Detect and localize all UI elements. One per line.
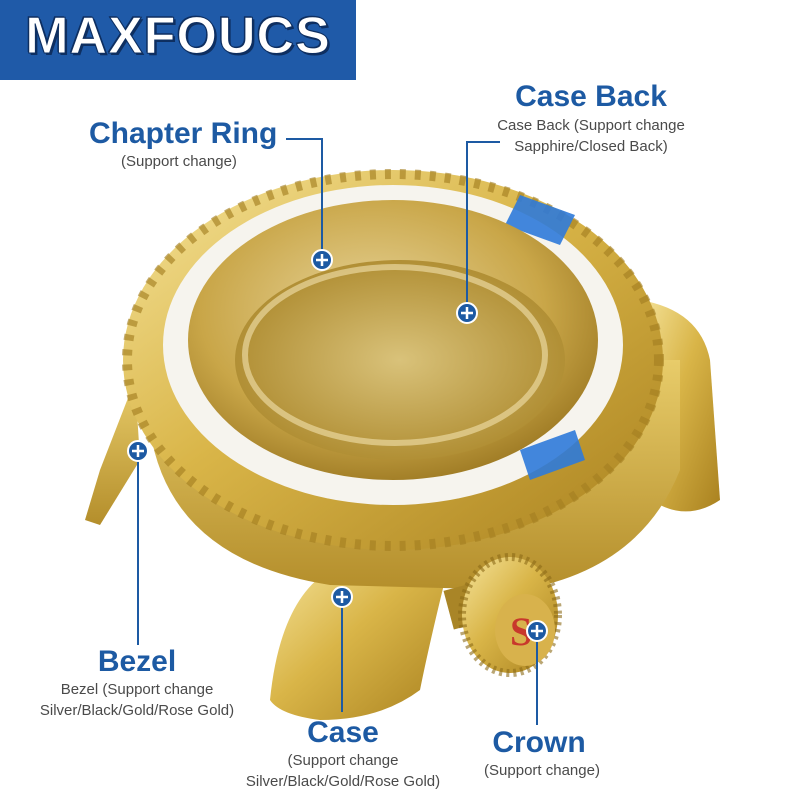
lug-left-top <box>85 380 140 525</box>
bezel-desc-2: Silver/Black/Gold/Rose Gold) <box>39 702 235 719</box>
brand-logo: MAXFOUCS <box>0 0 356 80</box>
pointer-line-chapter-ring <box>286 138 323 260</box>
case-back-title: Case Back <box>515 80 667 113</box>
plus-marker-icon[interactable] <box>456 302 478 324</box>
bezel-teeth <box>122 169 664 551</box>
plus-marker-icon[interactable] <box>526 620 548 642</box>
pointer-line-case-back <box>466 141 500 313</box>
crown-title: Crown <box>492 726 586 759</box>
crown-desc: (Support change) <box>484 762 600 779</box>
plus-marker-icon[interactable] <box>311 249 333 271</box>
case-back-floor <box>235 260 565 460</box>
case-back-highlight <box>242 264 548 446</box>
brand-logo-text: MAXFOUCS <box>25 7 331 66</box>
case-title: Case <box>307 716 379 749</box>
bezel-desc-1: Bezel (Support change <box>60 681 214 698</box>
case-desc-2: Silver/Black/Gold/Rose Gold) <box>245 773 441 790</box>
protective-film-mark <box>520 430 585 480</box>
protective-film-mark <box>505 195 575 245</box>
case-back-desc-1: Case Back (Support change <box>497 117 685 134</box>
bezel-title: Bezel <box>97 645 177 678</box>
chapter-ring-title: Chapter Ring <box>89 117 278 150</box>
lug-bottom-left <box>270 560 450 720</box>
case-desc-1: (Support change <box>287 752 399 769</box>
crown-emblem: S <box>510 609 532 654</box>
case-back-desc-2: Sapphire/Closed Back) <box>514 138 668 155</box>
chapter-ring-desc: (Support change) <box>121 153 237 170</box>
crown-part: S <box>443 553 562 677</box>
plus-marker-icon[interactable] <box>331 586 353 608</box>
plus-marker-icon[interactable] <box>127 440 149 462</box>
